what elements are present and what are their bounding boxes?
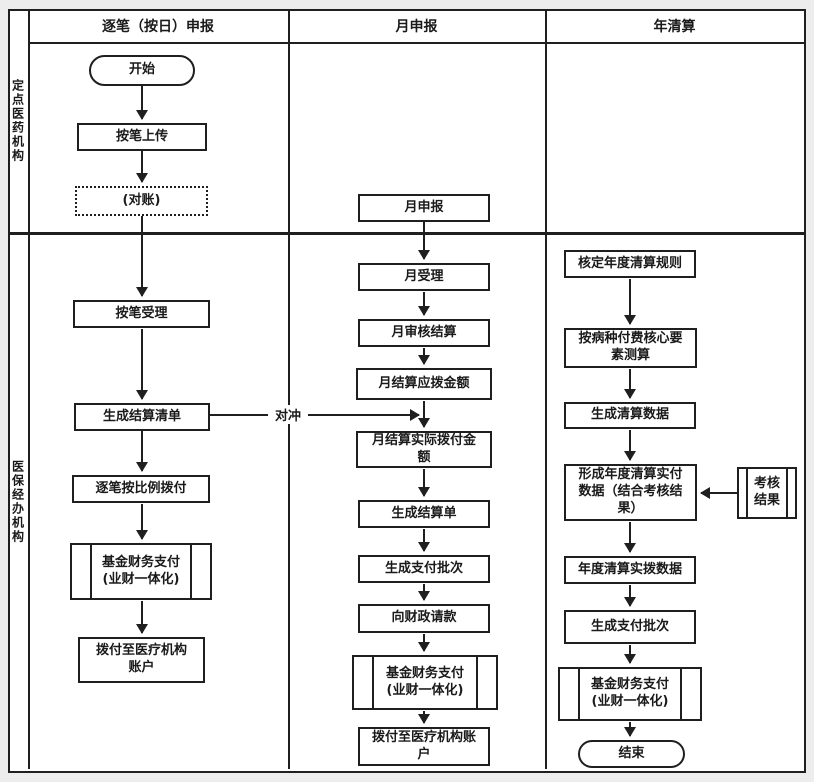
lane-label-strip-divider xyxy=(28,9,30,769)
node-upload-per-transaction: 按笔上传 xyxy=(77,123,207,151)
column-divider-2 xyxy=(545,9,547,769)
node-assessment-result: 考核 结果 xyxy=(737,467,797,519)
node-generate-settlement-bill: 生成结算单 xyxy=(358,500,490,528)
node-fund-finance-payment-1: 基金财务支付 (业财一体化) xyxy=(70,543,212,600)
offset-label: 对冲 xyxy=(268,405,308,424)
node-pay-by-ratio: 逐笔按比例拨付 xyxy=(72,475,210,503)
node-accept-per-transaction: 按笔受理 xyxy=(73,300,210,328)
node-fund-finance-payment-3: 基金财务支付 (业财一体化) xyxy=(558,667,702,721)
node-generate-payment-batch-monthly: 生成支付批次 xyxy=(358,555,490,583)
node-monthly-actual-amount: 月结算实际拨付金 额 xyxy=(356,431,492,468)
node-generate-payment-batch-annual: 生成支付批次 xyxy=(564,610,696,644)
node-generate-settlement-list: 生成结算清单 xyxy=(74,403,210,431)
lane-label-designated-medical-institution: 定点医药机构 xyxy=(10,79,25,163)
node-monthly-declare: 月申报 xyxy=(358,194,490,222)
lane-label-medical-insurance-agency: 医保经办机构 xyxy=(10,459,25,544)
node-monthly-due-amount: 月结算应拨金额 xyxy=(356,368,492,400)
node-end: 结束 xyxy=(578,740,685,768)
column-header-annual-settlement: 年清算 xyxy=(653,18,696,35)
node-form-annual-actual-data: 形成年度清算实付 数据（结合考核结 果） xyxy=(564,464,697,521)
column-header-monthly-declare: 月申报 xyxy=(395,18,438,35)
lane-divider xyxy=(8,232,804,235)
node-fund-finance-payment-2: 基金财务支付 (业财一体化) xyxy=(352,655,498,710)
node-start: 开始 xyxy=(89,55,195,86)
node-generate-clearing-data: 生成清算数据 xyxy=(564,402,696,429)
node-pay-to-medical-account-2: 拨付至医疗机构账 户 xyxy=(358,727,490,766)
header-divider xyxy=(28,42,804,44)
node-set-annual-rules: 核定年度清算规则 xyxy=(564,250,696,278)
node-calc-by-disease-payment: 按病种付费核心要 素测算 xyxy=(564,328,697,368)
node-monthly-accept: 月受理 xyxy=(358,263,490,291)
node-reconcile: (对账) xyxy=(75,186,208,216)
node-monthly-audit-settle: 月审核结算 xyxy=(358,319,490,347)
node-annual-actual-allocation-data: 年度清算实拨数据 xyxy=(564,556,696,584)
node-pay-to-medical-account-1: 拨付至医疗机构 账户 xyxy=(78,637,205,683)
column-header-per-transaction-daily-declare: 逐笔（按日）申报 xyxy=(102,18,214,35)
column-divider-1 xyxy=(288,9,290,769)
node-request-funds-from-finance: 向财政请款 xyxy=(358,604,490,633)
